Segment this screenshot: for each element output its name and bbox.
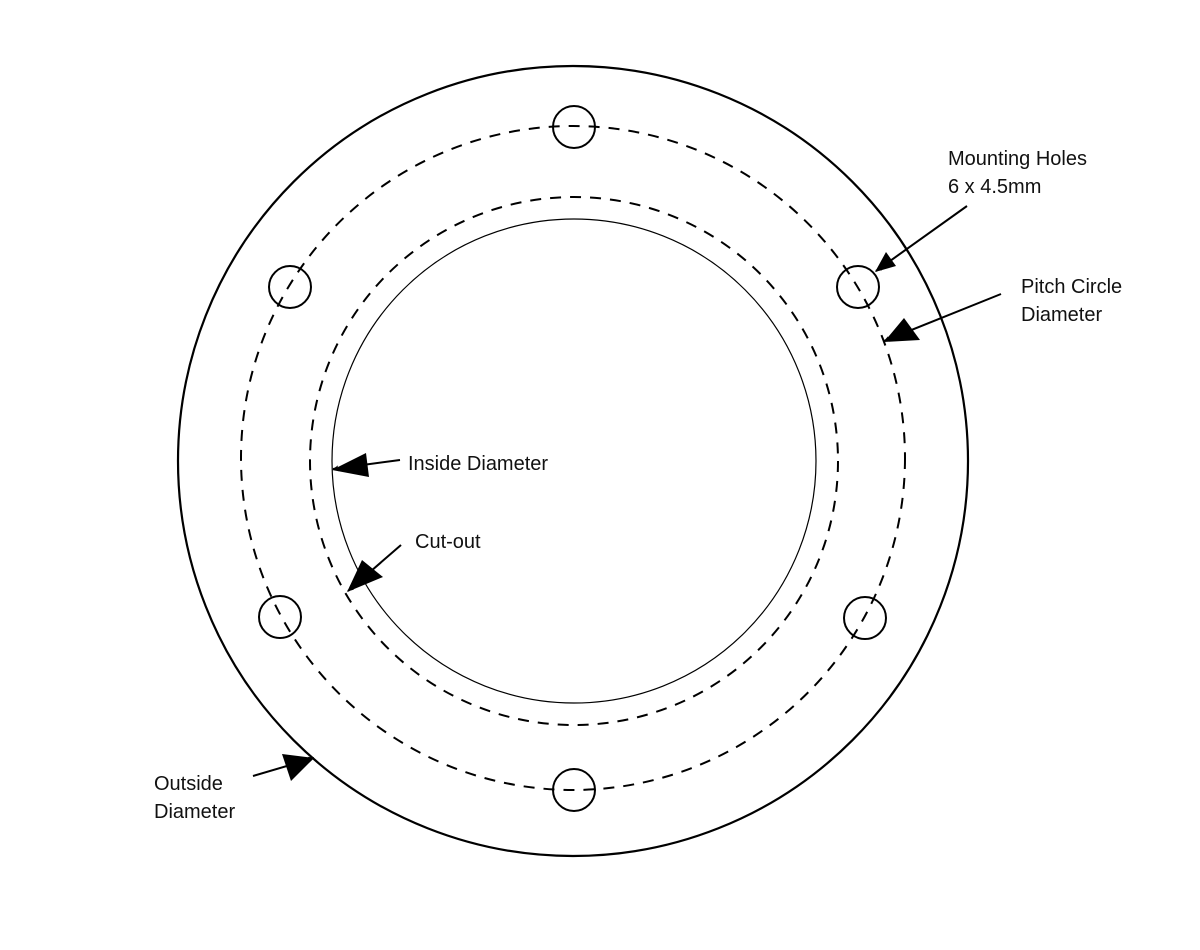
outside-diameter-arrowhead <box>282 754 314 781</box>
mounting-holes-label-line2: 6 x 4.5mm <box>948 176 1041 198</box>
pitch-circle-label-line2: Diameter <box>1021 304 1102 326</box>
leader-arrows <box>252 205 1002 777</box>
inside-diameter-circle <box>331 218 817 704</box>
inside-diameter-label: Inside Diameter <box>408 453 548 475</box>
pitch-circle-label: Pitch Circle Diameter <box>1021 276 1128 326</box>
mounting-hole <box>836 265 880 309</box>
pitch-circle-arrowhead <box>884 318 920 342</box>
mounting-hole <box>552 105 596 149</box>
mounting-holes-label-line1: Mounting Holes <box>948 148 1087 170</box>
mounting-holes-label: Mounting Holes 6 x 4.5mm <box>948 148 1093 198</box>
mounting-hole <box>258 595 302 639</box>
outside-diameter-circle <box>176 64 970 858</box>
outside-diameter-label-line2: Diameter <box>154 801 235 823</box>
pitch-circle-label-line1: Pitch Circle <box>1021 276 1122 298</box>
outside-diameter-label: Outside Diameter <box>154 773 235 823</box>
pitch-circle <box>240 125 906 791</box>
arrowheads <box>282 252 920 781</box>
mounting-hole <box>268 265 312 309</box>
outside-diameter-label-line1: Outside <box>154 773 223 795</box>
cut-out-label: Cut-out <box>415 531 481 553</box>
mounting-hole <box>552 768 596 812</box>
cut-out-arrowhead <box>347 560 383 592</box>
mounting-holes-arrowhead <box>875 252 896 272</box>
mounting-holes <box>258 105 887 812</box>
cut-out-circle <box>309 196 839 726</box>
inside-diameter-arrowhead <box>332 453 369 477</box>
mounting-hole <box>843 596 887 640</box>
